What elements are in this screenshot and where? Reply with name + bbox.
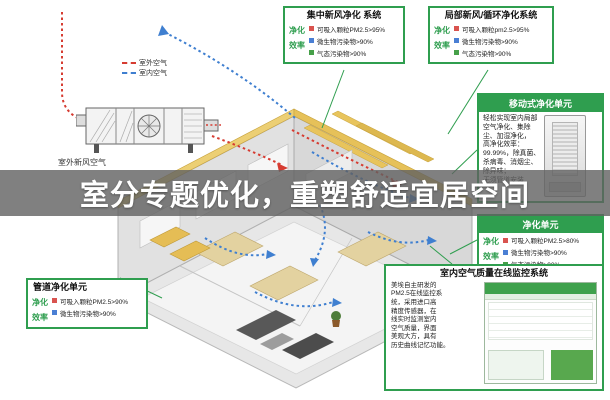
legend-outdoor-label: 室外空气 bbox=[139, 60, 167, 67]
callout-body: 净化 效率 可吸入颗粒PM2.5>95% 微生物污染物>90% 气态污染物>90… bbox=[285, 22, 403, 62]
metric-line: 气态污染物>90% bbox=[454, 48, 529, 58]
purify-label: 净化 bbox=[289, 25, 305, 35]
callout-air-quality-monitoring-system: 室内空气质量在线监控系统 美埃自主研发的 PM2.5在线监控系 统，采用进口高 … bbox=[384, 264, 604, 391]
efficiency-label: 效率 bbox=[434, 40, 450, 50]
airflow-legend: 室外空气 室内空气 bbox=[122, 58, 167, 78]
screenshot-chart-panel bbox=[488, 349, 544, 380]
metric-line: 气态污染物>90% bbox=[309, 48, 385, 58]
purify-efficiency-label: 净化 效率 bbox=[32, 296, 48, 323]
device-grille bbox=[552, 122, 579, 176]
metric-line: 可吸入颗粒PM2.5>90% bbox=[52, 296, 128, 306]
screenshot-data-table bbox=[488, 301, 593, 340]
callout-local-circulation-system: 局部新风/循环净化系统 净化 效率 可吸入颗粒pm2.5>95% 微生物污染物>… bbox=[428, 6, 554, 64]
headline-banner: 室分专题优化，重塑舒适宜居空间 bbox=[0, 170, 610, 216]
callout-duct-purification-unit: 管道净化单元 净化 效率 可吸入颗粒PM2.5>90% 微生物污染物>90% bbox=[26, 278, 148, 329]
monitoring-description: 美埃自主研发的 PM2.5在线监控系 统，采用进口高 精度传感器，在 线实时监测… bbox=[391, 281, 450, 349]
purify-efficiency-label: 净化 效率 bbox=[289, 24, 305, 58]
metric-bullet-icon bbox=[454, 50, 459, 56]
outdoor-air-swatch bbox=[122, 62, 136, 64]
efficiency-label: 效率 bbox=[483, 252, 499, 261]
purify-label: 净化 bbox=[32, 297, 48, 307]
metric-bullet-icon bbox=[454, 38, 459, 44]
furniture bbox=[149, 226, 407, 359]
metric-bullet-icon bbox=[309, 38, 314, 44]
metric-line: 可吸入颗粒pm2.5>95% bbox=[454, 24, 529, 34]
metric-line: 微生物污染物>90% bbox=[503, 247, 579, 257]
monitoring-software-screenshot bbox=[484, 281, 597, 384]
metric-line: 微生物污染物>90% bbox=[52, 308, 128, 318]
metric-line: 可吸入颗粒PM2.5>95% bbox=[309, 24, 385, 34]
callout-title: 室内空气质量在线监控系统 bbox=[439, 268, 548, 278]
metric-line: 微生物污染物>90% bbox=[454, 36, 529, 46]
metric-line: 可吸入颗粒PM2.5>80% bbox=[503, 235, 579, 245]
ahu-label: 室外新风空气 bbox=[58, 158, 106, 167]
purify-label: 净化 bbox=[483, 237, 499, 246]
callout-title: 移动式净化单元 bbox=[479, 95, 602, 112]
callout-body: 净化 效率 可吸入颗粒pm2.5>95% 微生物污染物>90% 气态污染物>90… bbox=[430, 22, 552, 62]
efficiency-label: 效率 bbox=[289, 40, 305, 50]
legend-indoor-row: 室内空气 bbox=[122, 68, 167, 78]
metric-bullet-icon bbox=[309, 26, 314, 32]
legend-indoor-label: 室内空气 bbox=[139, 70, 167, 77]
metric-lines: 可吸入颗粒pm2.5>95% 微生物污染物>90% 气态污染物>90% bbox=[454, 24, 529, 58]
purify-efficiency-label: 净化 效率 bbox=[483, 235, 499, 269]
callout-title: 净化单元 bbox=[479, 216, 602, 233]
metric-lines: 可吸入颗粒PM2.5>95% 微生物污染物>90% 气态污染物>90% bbox=[309, 24, 385, 58]
airflow-blue-paths bbox=[163, 31, 429, 308]
metric-bullet-icon bbox=[52, 298, 57, 304]
callout-body: 美埃自主研发的 PM2.5在线监控系 统，采用进口高 精度传感器，在 线实时监测… bbox=[386, 280, 602, 389]
metric-line: 微生物污染物>90% bbox=[309, 36, 385, 46]
screenshot-toolbar bbox=[485, 293, 596, 300]
metric-bullet-icon bbox=[503, 237, 508, 243]
screenshot-titlebar bbox=[485, 282, 596, 294]
purify-label: 净化 bbox=[434, 25, 450, 35]
headline-text: 室分专题优化，重塑舒适宜居空间 bbox=[79, 180, 530, 212]
purify-efficiency-label: 净化 效率 bbox=[434, 24, 450, 58]
callout-title: 集中新风净化 系统 bbox=[306, 10, 382, 20]
metric-lines: 可吸入颗粒PM2.5>90% 微生物污染物>90% bbox=[52, 296, 128, 323]
callout-title: 管道净化单元 bbox=[33, 282, 88, 292]
screenshot-image-panel bbox=[551, 349, 593, 380]
metric-bullet-icon bbox=[503, 249, 508, 255]
callout-body: 净化 效率 可吸入颗粒PM2.5>90% 微生物污染物>90% bbox=[28, 294, 146, 327]
ahu-drawing bbox=[75, 107, 221, 153]
efficiency-label: 效率 bbox=[32, 312, 48, 322]
metric-bullet-icon bbox=[52, 310, 57, 316]
callout-central-fresh-air-system: 集中新风净化 系统 净化 效率 可吸入颗粒PM2.5>95% 微生物污染物>90… bbox=[283, 6, 405, 64]
indoor-air-swatch bbox=[122, 72, 136, 74]
callout-title: 局部新风/循环净化系统 bbox=[444, 10, 538, 20]
air-handling-unit-illustration bbox=[75, 98, 221, 167]
legend-outdoor-row: 室外空气 bbox=[122, 58, 167, 68]
metric-bullet-icon bbox=[309, 50, 314, 56]
metric-bullet-icon bbox=[454, 26, 459, 32]
